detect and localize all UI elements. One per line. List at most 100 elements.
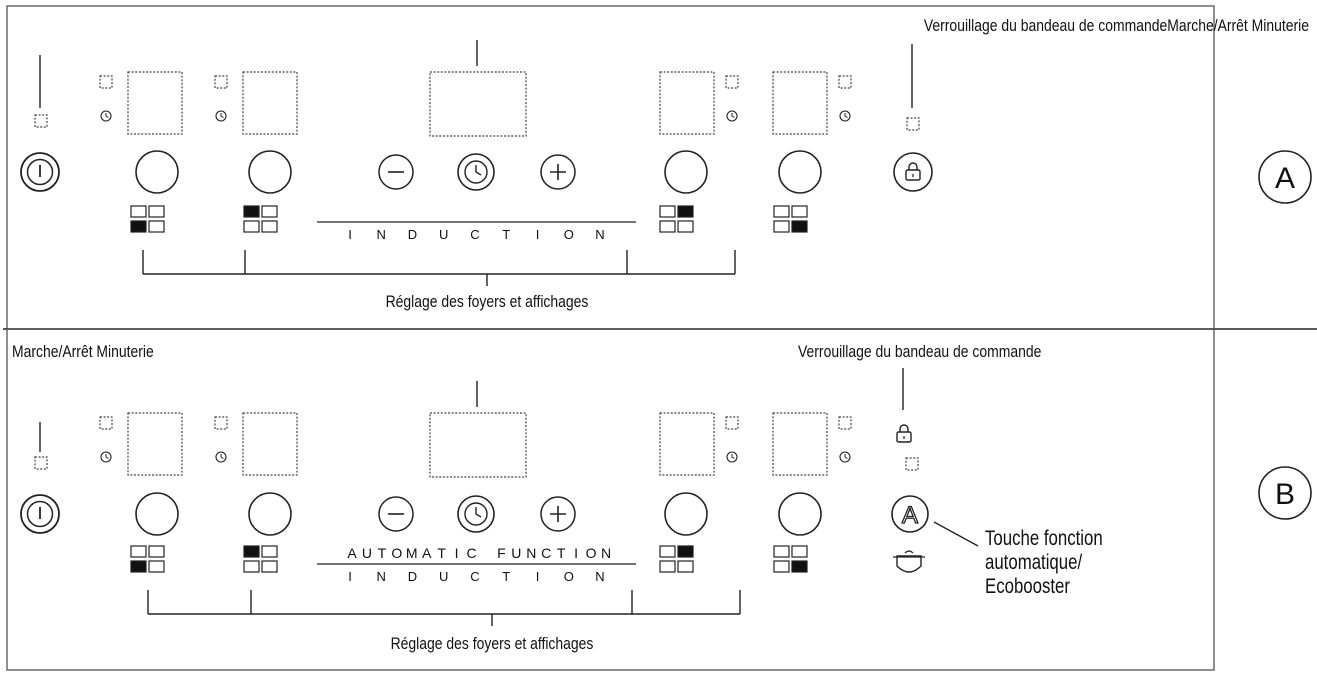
timer-small-icon <box>100 451 112 463</box>
display-window-icon <box>127 71 183 135</box>
cooking-zone-key[interactable] <box>664 150 708 194</box>
display-window-icon <box>772 412 828 476</box>
indicator-led-icon <box>725 416 739 430</box>
indicator-led-icon <box>838 75 852 89</box>
cooking-zone-key[interactable] <box>248 492 292 536</box>
timer-small-icon <box>839 451 851 463</box>
indicator-led-icon <box>99 416 113 430</box>
zone-layout-cell <box>677 205 694 218</box>
band-label-char: N <box>377 569 386 584</box>
zones-bracket <box>147 590 741 626</box>
zone-layout-cell <box>791 205 808 218</box>
band-label-char: O <box>564 227 574 242</box>
band-label-char: T <box>502 569 510 584</box>
panel-a-frame <box>6 5 1215 330</box>
display-window-icon <box>659 412 715 476</box>
timer-button[interactable] <box>457 153 495 191</box>
cooking-zone-1 <box>99 412 183 573</box>
plus-button[interactable] <box>540 496 576 532</box>
power-button[interactable] <box>20 494 60 534</box>
band-label-char: I <box>536 569 540 584</box>
indicator-led-icon <box>34 456 48 470</box>
cooking-zone-2 <box>214 412 298 573</box>
band-label-top-char: C <box>541 545 551 561</box>
zone-layout-cell <box>261 560 278 573</box>
band-label-char: I <box>536 227 540 242</box>
panel-frames <box>3 5 1317 671</box>
zone-layout-icon <box>659 545 694 573</box>
cooking-zone-key[interactable] <box>248 150 292 194</box>
zone-layout-cell <box>148 560 165 573</box>
band-label-char: D <box>408 227 417 242</box>
band-label-char: T <box>502 227 510 242</box>
indicator-led-icon <box>214 416 228 430</box>
lock-icon-shackle <box>899 424 909 432</box>
panel-a-callout-top-right: Verrouillage du bandeau de commandeMarch… <box>923 16 1309 35</box>
zone-layout-cell <box>148 545 165 558</box>
zone-layout-cell <box>261 545 278 558</box>
cooking-zone-2 <box>214 71 298 233</box>
band-label-top-char: N <box>526 545 536 561</box>
zone-layout-cell <box>130 560 147 573</box>
lock-button-ring[interactable] <box>893 152 933 192</box>
indicator-led-icon <box>905 457 919 471</box>
minus-button[interactable] <box>378 496 414 532</box>
plus-icon <box>550 506 566 522</box>
panel-b-bottom-caption: Réglage des foyers et affichages <box>390 634 594 653</box>
minus-button[interactable] <box>378 154 414 190</box>
lock-button[interactable] <box>893 152 933 192</box>
clock-icon <box>464 502 488 526</box>
indicator-led-icon <box>214 75 228 89</box>
band-label-top-char: T <box>378 545 387 561</box>
lock-icon <box>905 162 921 181</box>
band-label-top-char: I <box>455 545 459 561</box>
timer-small-icon <box>215 110 227 122</box>
zone-layout-cell <box>130 220 147 233</box>
auto-key-caption: Touche fonction automatique/ Ecobooster <box>985 527 1103 599</box>
timer-small-icon-ring <box>726 451 738 463</box>
zone-layout-cell <box>677 545 694 558</box>
cooking-zone-key[interactable] <box>778 150 822 194</box>
zone-layout-cell <box>243 560 260 573</box>
auto-key-caption-line-3: Ecobooster <box>985 575 1070 599</box>
band-label-top-char: A <box>422 545 432 561</box>
plus-button[interactable] <box>540 154 576 190</box>
timer-small-icon-ring <box>726 110 738 122</box>
zone-layout-icon <box>773 545 808 573</box>
timer-small-icon-ring <box>839 110 851 122</box>
plus-icon <box>550 164 566 180</box>
cooking-zone-key[interactable] <box>778 492 822 536</box>
band-label-top-char: O <box>586 545 597 561</box>
indicator-led-icon <box>725 75 739 89</box>
auto-function-button[interactable]: A <box>891 495 929 533</box>
zone-layout-cell <box>243 205 260 218</box>
cooking-zone-key[interactable] <box>135 492 179 536</box>
power-icon <box>26 500 54 528</box>
cooking-zone-key[interactable] <box>135 150 179 194</box>
clock-icon-hands <box>475 507 482 518</box>
timer-small-icon-hands <box>220 454 224 459</box>
cooking-zone-4 <box>772 412 852 573</box>
timer-small-icon-ring <box>215 451 227 463</box>
zone-layout-cell <box>130 545 147 558</box>
zone-layout-icon <box>130 205 165 233</box>
zone-layout-cell <box>659 545 676 558</box>
power-button[interactable] <box>20 152 60 192</box>
band-label-char: U <box>439 227 448 242</box>
zone-layout-icon <box>243 205 278 233</box>
auto-function-button-ring[interactable] <box>891 495 929 533</box>
band-label-top-char: T <box>557 545 566 561</box>
timer-button[interactable] <box>457 495 495 533</box>
zone-layout-cell <box>677 560 694 573</box>
power-icon <box>26 158 54 186</box>
panel-b-letter-badge: B <box>1258 466 1312 520</box>
cooking-zone-4 <box>772 71 852 233</box>
panel-a-bottom-caption: Réglage des foyers et affichages <box>385 292 589 311</box>
panel-b-letter: B <box>1275 478 1295 511</box>
auto-key-callout-line <box>933 521 979 547</box>
band-label-char: N <box>595 227 604 242</box>
clock-icon-hands <box>475 165 482 176</box>
cooking-zone-key[interactable] <box>664 492 708 536</box>
zone-layout-cell <box>261 205 278 218</box>
